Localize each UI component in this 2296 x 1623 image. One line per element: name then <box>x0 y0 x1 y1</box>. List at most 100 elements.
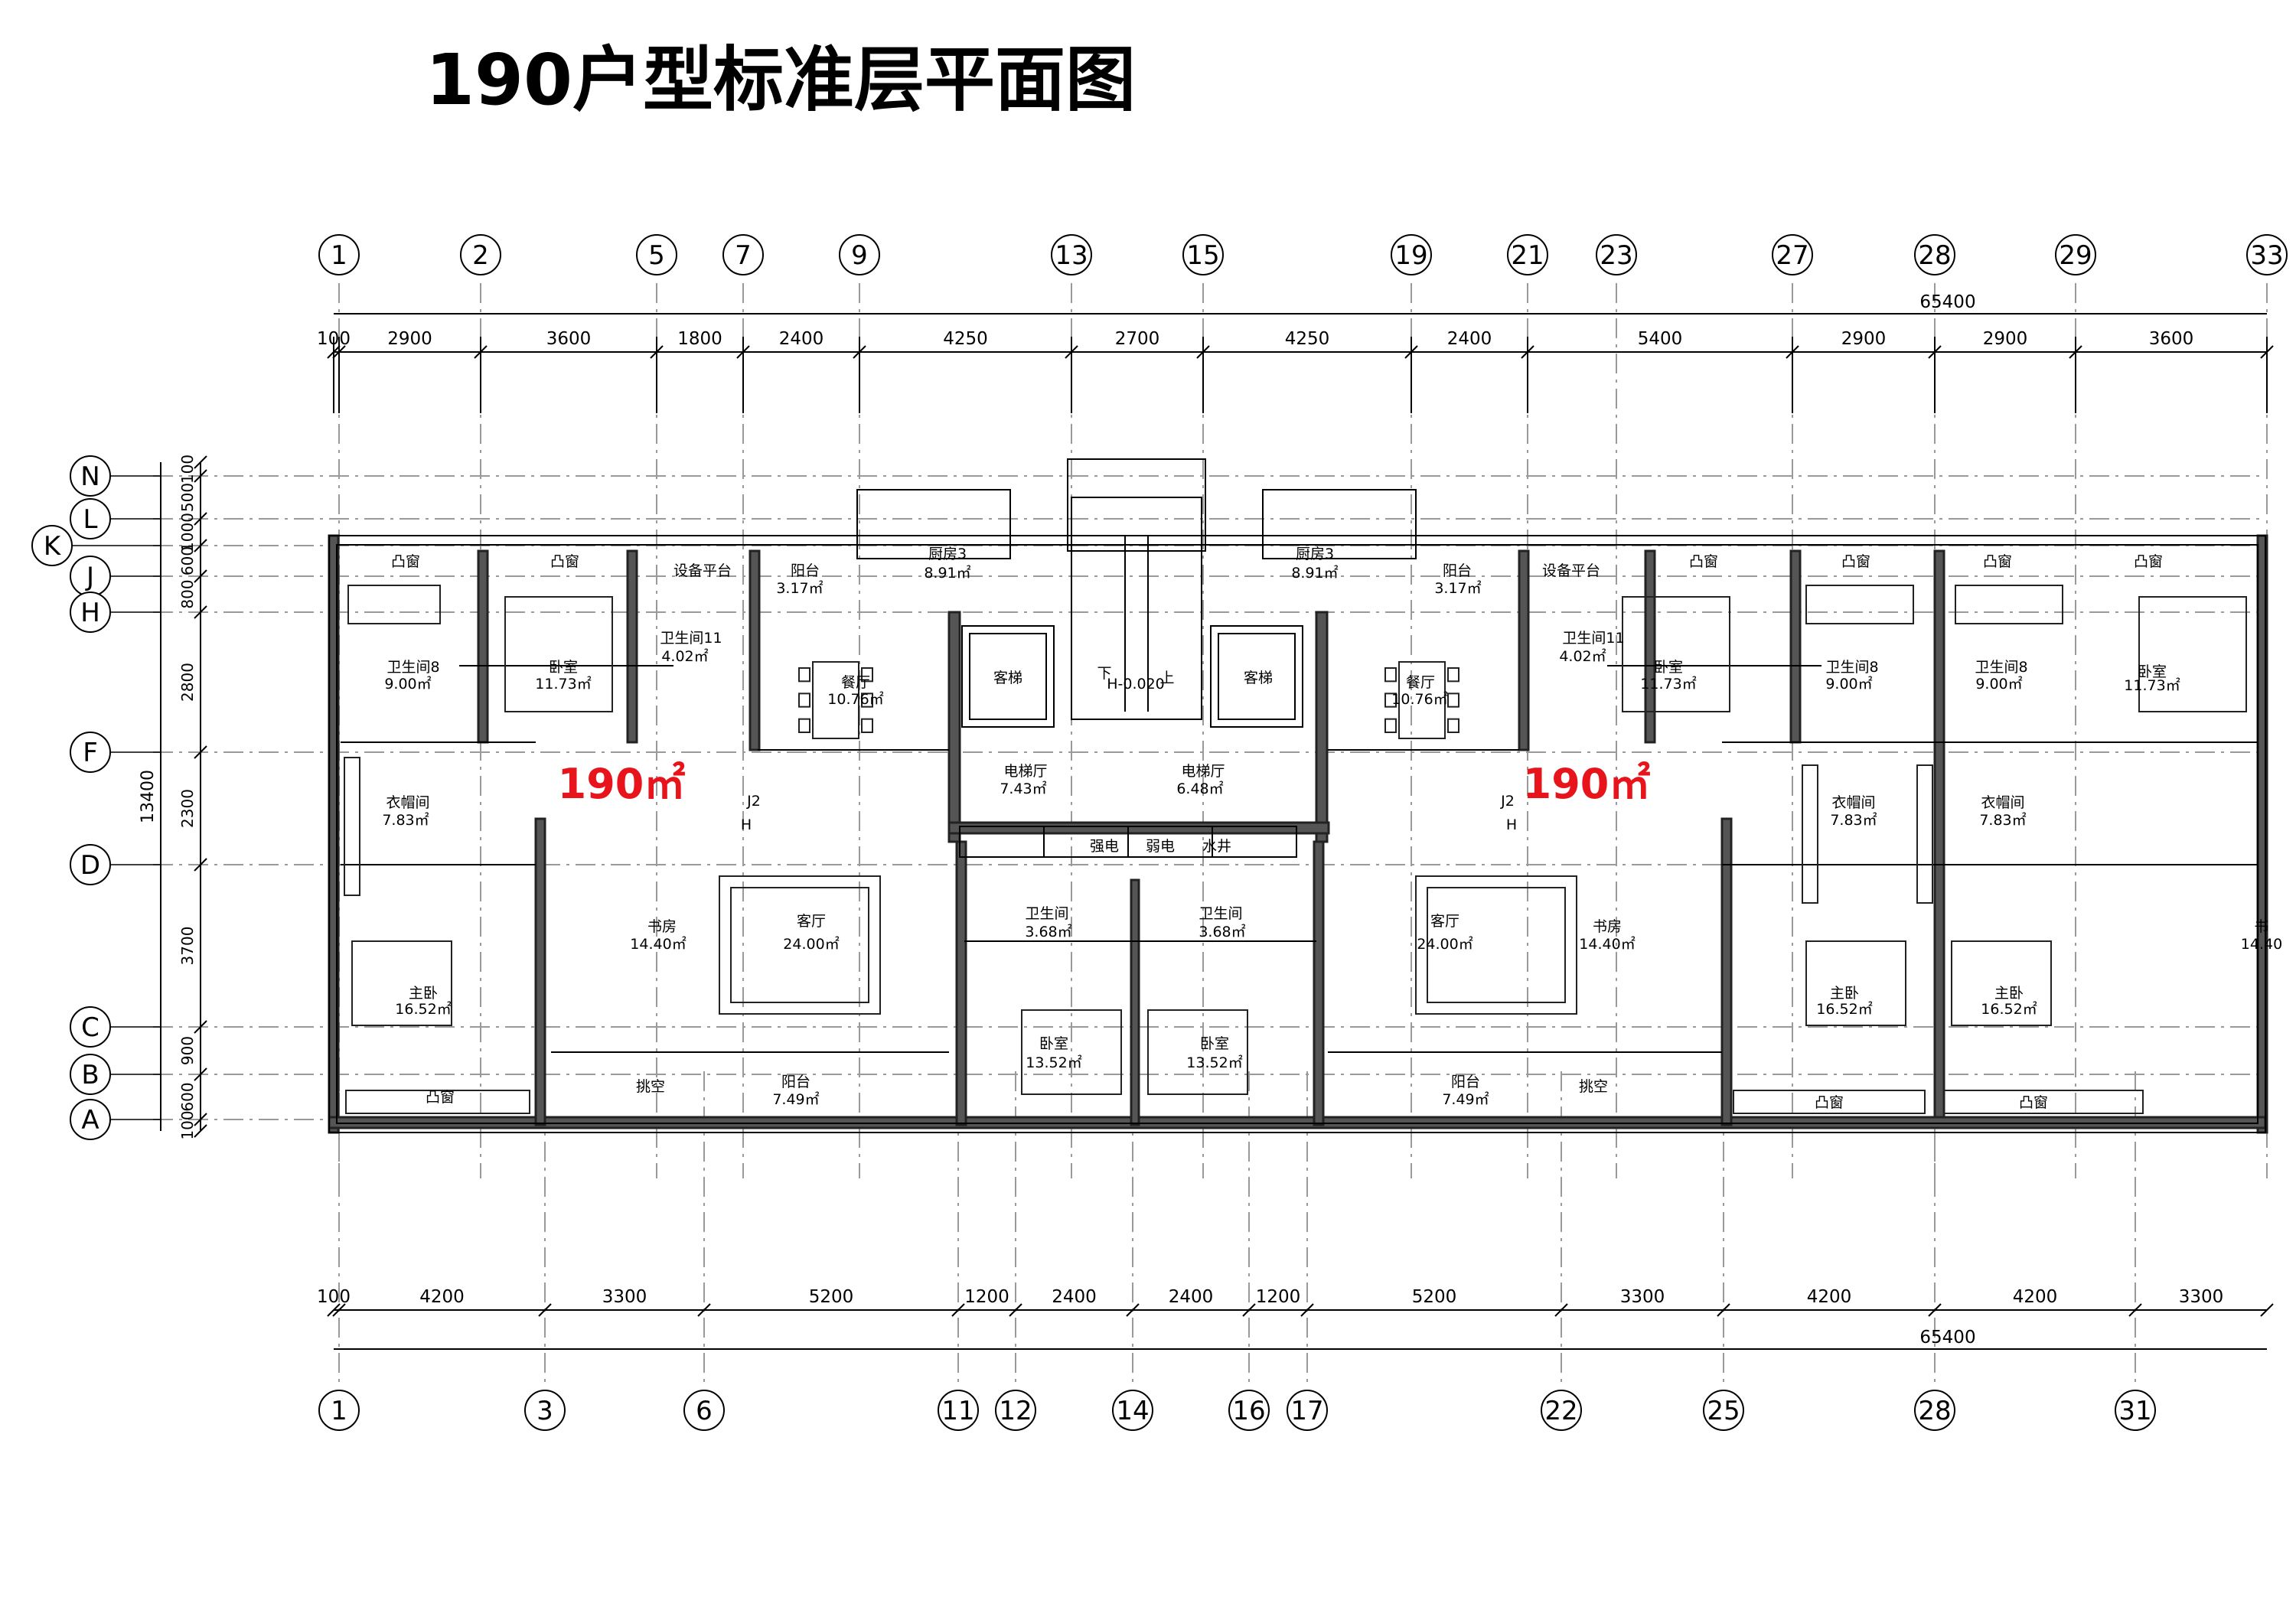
axis-bottom-16: 16 <box>1228 1390 1270 1431</box>
axis-bottom-14-label: 14 <box>1116 1396 1149 1426</box>
axis-left-K-label: K <box>44 531 62 562</box>
axis-left-L-label: L <box>83 504 98 535</box>
label-study-3: 书 <box>2254 918 2268 935</box>
axis-top-27-label: 27 <box>1776 240 1808 271</box>
label-equipment-platform-2: 设备平台 <box>1542 562 1600 579</box>
axis-left-N-label: N <box>80 461 99 492</box>
label-equipment-platform-1: 设备平台 <box>673 562 732 579</box>
axis-left-N: N <box>70 455 111 497</box>
bottom-dim-11: 4200 <box>2013 1287 2058 1307</box>
top-dim-0: 100 <box>317 329 351 349</box>
label-bay-window-7: 凸窗 <box>426 1089 455 1106</box>
top-dim-4: 2400 <box>779 329 824 349</box>
axis-left-F-label: F <box>83 738 98 768</box>
top-dim-6: 2700 <box>1115 329 1160 349</box>
label-balcony-big-area-2: 7.49㎡ <box>1442 1090 1489 1108</box>
label-master-area-2: 16.52㎡ <box>1816 1000 1872 1018</box>
axis-left-D-label: D <box>80 850 100 881</box>
axis-left-B: B <box>70 1054 111 1095</box>
label-void-2: 挑空 <box>1579 1078 1608 1095</box>
label-bay-window-1: 凸窗 <box>391 553 420 570</box>
bottom-dim-10: 4200 <box>1807 1287 1852 1307</box>
label-bedroom-area-4: 13.52㎡ <box>1026 1054 1081 1071</box>
axis-bottom-12: 12 <box>995 1390 1036 1431</box>
axis-top-1-label: 1 <box>331 240 347 271</box>
label-bay-window-3: 凸窗 <box>1689 553 1718 570</box>
top-dim-11: 2900 <box>1983 329 2028 349</box>
label-cloakroom-area-2: 7.83㎡ <box>1830 811 1877 829</box>
label-balcony-small-2: 阳台 <box>1443 562 1472 579</box>
area-tag-1: 190㎡ <box>558 760 686 808</box>
label-cloakroom-2: 衣帽间 <box>1831 794 1875 811</box>
bottom-total-dim: 65400 <box>1919 1328 1975 1348</box>
label-master-3: 主卧 <box>1994 985 2024 1002</box>
label-elevator-1: 客梯 <box>993 670 1022 686</box>
label-bay-window-5: 凸窗 <box>1983 553 2012 570</box>
label-bedroom-area-1: 11.73㎡ <box>535 675 591 693</box>
left-dim-5: 2800 <box>178 663 197 702</box>
label-bedroom-5: 卧室 <box>1200 1035 1229 1052</box>
axis-bottom-3-label: 3 <box>536 1396 553 1426</box>
top-dim-12: 3600 <box>2149 329 2194 349</box>
label-stair-up: 上 <box>1159 670 1174 686</box>
label-bath11-2: 卫生间11 <box>1562 630 1624 647</box>
label-bath8-1: 卫生间8 <box>386 659 439 676</box>
bottom-dim-5: 2400 <box>1052 1287 1097 1307</box>
furniture <box>344 585 2247 1114</box>
page-title: 190户型标准层平面图 <box>425 39 1137 121</box>
label-balcony-big-2: 阳台 <box>1451 1074 1480 1090</box>
label-bedroom-area-2: 11.73㎡ <box>1640 675 1696 693</box>
axis-bottom-6: 6 <box>683 1390 725 1431</box>
axis-top-13-label: 13 <box>1055 240 1088 271</box>
label-dining-2: 餐厅 <box>1406 674 1435 691</box>
label-cloakroom-area-3: 7.83㎡ <box>1979 811 2026 829</box>
axis-top-2: 2 <box>460 234 501 275</box>
axis-bottom-28: 28 <box>1914 1390 1955 1431</box>
left-dim-0: 100 <box>178 455 197 484</box>
bottom-dim-9: 3300 <box>1620 1287 1665 1307</box>
axis-left-D: D <box>70 844 111 885</box>
left-dim-10: 100 <box>178 1110 197 1139</box>
label-living-1: 客厅 <box>797 913 826 930</box>
axis-left-H-label: H <box>80 598 100 628</box>
label-study-area-1: 14.40㎡ <box>630 935 686 953</box>
label-living-area-1: 24.00㎡ <box>783 935 839 953</box>
axis-bottom-31-label: 31 <box>2118 1396 2151 1426</box>
axis-top-33-label: 33 <box>2250 240 2283 271</box>
label-door-h-2: H <box>1506 816 1517 833</box>
label-dining-area-2: 10.76㎡ <box>1391 690 1447 708</box>
label-lobby-area-2: 6.48㎡ <box>1176 780 1223 797</box>
axis-left-L: L <box>70 498 111 539</box>
axis-bottom-17-label: 17 <box>1290 1396 1323 1426</box>
axis-bottom-3: 3 <box>524 1390 566 1431</box>
label-balcony-big-area-1: 7.49㎡ <box>772 1090 819 1108</box>
axis-bottom-17: 17 <box>1287 1390 1328 1431</box>
bottom-dim-0: 100 <box>317 1287 351 1307</box>
label-bedroom-1: 卧室 <box>549 659 578 676</box>
axis-left-B-label: B <box>81 1060 99 1090</box>
label-lobby-1: 电梯厅 <box>1003 763 1047 780</box>
label-bay-window-6: 凸窗 <box>2134 553 2163 570</box>
axis-bottom-28-label: 28 <box>1918 1396 1951 1426</box>
label-bath-area-2: 3.68㎡ <box>1199 923 1245 940</box>
axis-top-9: 9 <box>839 234 880 275</box>
axis-left-F: F <box>70 732 111 773</box>
bottom-dim-12: 3300 <box>2179 1287 2224 1307</box>
label-study-2: 书房 <box>1593 918 1622 935</box>
axis-top-19: 19 <box>1391 234 1432 275</box>
axis-bottom-1: 1 <box>318 1390 360 1431</box>
label-door-tag-1: J2 <box>746 793 761 810</box>
left-dim-9: 600 <box>178 1082 197 1111</box>
label-study-area-2: 14.40㎡ <box>1579 935 1635 953</box>
label-bath-1: 卫生间 <box>1025 905 1068 922</box>
bottom-dim-3: 5200 <box>809 1287 854 1307</box>
axis-top-21: 21 <box>1507 234 1548 275</box>
label-bath-area-1: 3.68㎡ <box>1025 923 1071 940</box>
label-cloakroom-area-1: 7.83㎡ <box>382 811 429 829</box>
axis-bottom-31: 31 <box>2115 1390 2156 1431</box>
left-dim-4: 800 <box>178 579 197 608</box>
axis-left-K: K <box>31 525 73 566</box>
left-dim-7: 3700 <box>178 927 197 966</box>
label-study-1: 书房 <box>647 918 677 935</box>
